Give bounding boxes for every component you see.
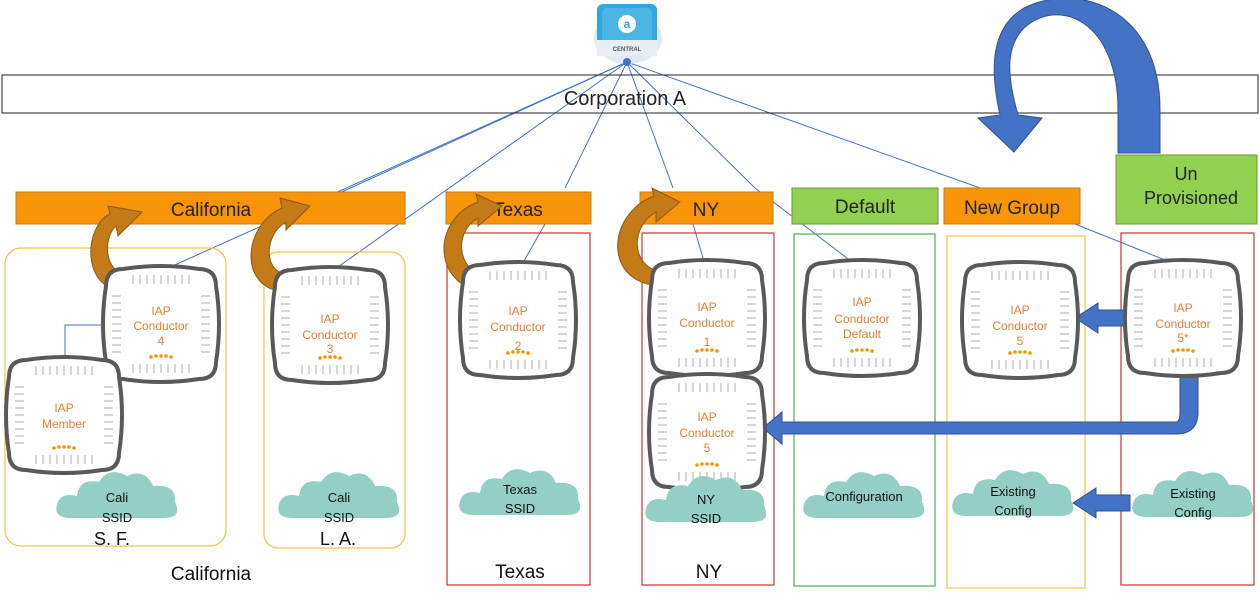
group-label-unprovisioned-line2: Provisioned <box>1144 188 1238 208</box>
svg-text:IAP: IAP <box>508 304 527 318</box>
cloud-la-ssid: Cali SSID <box>278 472 400 525</box>
frame-new-group <box>946 235 1086 589</box>
svg-text:Member: Member <box>42 417 86 431</box>
central-logo-glyph: a <box>624 17 631 31</box>
svg-text:IAP: IAP <box>54 401 73 415</box>
svg-text:Conductor: Conductor <box>302 328 357 342</box>
bottom-label-california: California <box>171 564 252 585</box>
central-logo-label: CENTRAL <box>613 47 642 53</box>
config-transfer-arrow <box>1072 487 1131 519</box>
svg-text:NY: NY <box>697 492 715 507</box>
group-label-unprovisioned-line1: Un <box>1174 164 1197 184</box>
group-label-new-group: New Group <box>964 198 1060 219</box>
connection-lines <box>334 61 981 196</box>
orange-arrow-sf <box>90 205 144 293</box>
svg-text:Texas: Texas <box>503 482 537 497</box>
svg-text:Cali: Cali <box>328 490 351 505</box>
bottom-label-texas: Texas <box>495 562 545 583</box>
svg-text:Conductor: Conductor <box>1155 317 1210 331</box>
move-to-ny-arrow <box>762 374 1199 446</box>
group-label-texas: Texas <box>493 200 543 221</box>
orange-arrow-la <box>250 197 311 293</box>
svg-text:Existing: Existing <box>990 484 1036 499</box>
svg-text:IAP: IAP <box>151 304 170 318</box>
svg-text:5*: 5* <box>1177 331 1189 345</box>
svg-text:SSID: SSID <box>324 510 354 525</box>
svg-text:Default: Default <box>843 327 882 341</box>
frame-texas <box>446 232 591 586</box>
svg-text:Cali: Cali <box>106 490 129 505</box>
frame-los-angeles <box>263 251 406 549</box>
device-sf-member: IAP Member <box>4 355 124 475</box>
cloud-unprov-existing-config: Existing Config <box>1132 471 1254 520</box>
orange-arrow-ny <box>617 187 681 287</box>
svg-text:Conductor: Conductor <box>490 320 545 334</box>
corporation-bar <box>1 74 1259 114</box>
svg-text:Conductor: Conductor <box>992 319 1047 333</box>
svg-text:SSID: SSID <box>505 501 535 516</box>
svg-text:4: 4 <box>158 334 165 348</box>
device-newgroup-conductor: IAP Conductor 5 <box>960 260 1080 380</box>
svg-text:IAP: IAP <box>697 410 716 424</box>
frame-default <box>793 233 936 587</box>
site-label-sf: S. F. <box>94 529 130 549</box>
svg-text:IAP: IAP <box>1010 303 1029 317</box>
svg-text:Conductor: Conductor <box>133 319 188 333</box>
svg-text:Configuration: Configuration <box>825 489 902 504</box>
bottom-label-ny: NY <box>696 562 723 583</box>
device-sf-conductor: IAP Conductor 4 <box>101 264 221 384</box>
device-la-conductor: IAP Conductor 3 <box>270 265 390 385</box>
svg-text:Conductor: Conductor <box>679 426 734 440</box>
device-default-conductor: IAP Conductor Default <box>802 258 922 378</box>
device-texas-conductor: IAP Conductor 2 <box>458 260 578 380</box>
device-ny-conductor-1: IAP Conductor 1 <box>647 258 767 378</box>
svg-text:5: 5 <box>1017 334 1024 348</box>
orange-curved-arrows <box>90 187 681 295</box>
svg-text:SSID: SSID <box>691 511 721 526</box>
svg-text:Config: Config <box>994 503 1032 518</box>
cloud-default-configuration: Configuration <box>803 472 925 518</box>
group-banner-new-group <box>943 187 1081 225</box>
svg-text:Config: Config <box>1174 505 1212 520</box>
unprovisioned-loop-arrow <box>976 0 1161 154</box>
cloud-texas-ssid: Texas SSID <box>459 469 581 516</box>
cloud-newgroup-existing-config: Existing Config <box>952 470 1074 518</box>
central-logo: a CENTRAL <box>594 4 662 66</box>
corporation-label: Corporation A <box>564 88 687 110</box>
cloud-sf-ssid: Cali SSID <box>56 472 178 525</box>
svg-text:SSID: SSID <box>102 510 132 525</box>
svg-text:5: 5 <box>704 441 711 455</box>
svg-text:2: 2 <box>515 339 522 353</box>
svg-text:1: 1 <box>704 335 711 349</box>
group-banner-unprovisioned <box>1115 154 1258 225</box>
group-banner-default <box>791 187 939 225</box>
group-label-ny: NY <box>693 200 720 221</box>
cloud-ny-ssid: NY SSID <box>645 476 767 526</box>
device-unprov-conductor: IAP Conductor 5* <box>1123 258 1243 378</box>
svg-text:3: 3 <box>327 342 334 356</box>
site-label-la: L. A. <box>320 529 356 549</box>
svg-text:IAP: IAP <box>320 312 339 326</box>
frame-unprovisioned <box>1120 232 1255 586</box>
device-ny-conductor-5: IAP Conductor 5 <box>647 372 767 492</box>
group-label-california: California <box>171 200 252 221</box>
svg-text:IAP: IAP <box>1173 301 1192 315</box>
group-label-default: Default <box>835 197 896 218</box>
svg-text:IAP: IAP <box>852 295 871 309</box>
svg-text:Conductor: Conductor <box>834 312 889 326</box>
svg-text:Existing: Existing <box>1170 486 1216 501</box>
frame-ny <box>641 232 775 586</box>
svg-text:IAP: IAP <box>697 300 716 314</box>
orange-arrow-texas <box>443 193 503 295</box>
svg-text:Conductor: Conductor <box>679 316 734 330</box>
group-banner-california <box>15 191 406 225</box>
